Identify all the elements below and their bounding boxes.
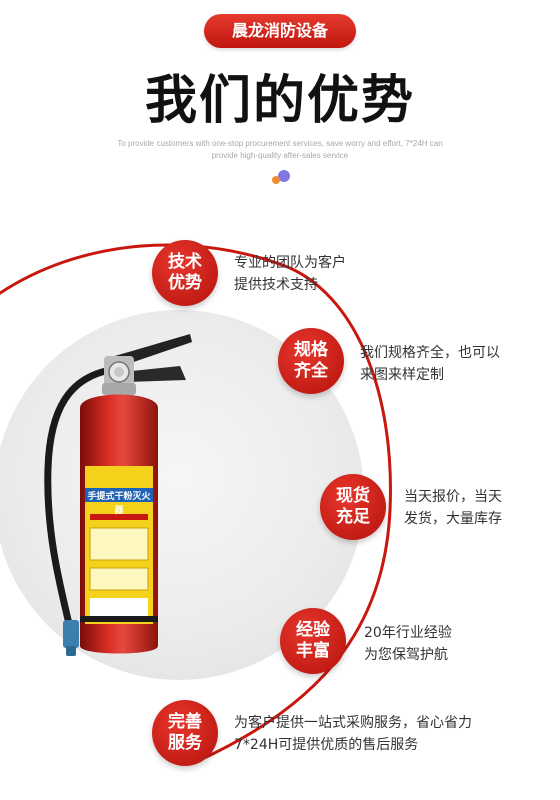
feature-line: 专业的团队为客户 (234, 255, 346, 271)
feature-text-experience: 20年行业经验 为您保驾护航 (364, 622, 452, 666)
extinguisher-label-title: 手提式干粉灭火器 (87, 492, 151, 516)
badge-line: 技术 (168, 252, 202, 272)
feature-line: 我们规格齐全，也可以 (360, 345, 500, 361)
feature-line: 提供技术支持 (234, 277, 318, 293)
badge-tech-advantage: 技术 优势 (152, 240, 218, 306)
badge-line: 现货 (336, 486, 370, 506)
badge-full-service: 完善 服务 (152, 700, 218, 766)
decorative-dots (268, 166, 292, 190)
feature-line: 为客户提供一站式采购服务，省心省力 (234, 715, 472, 731)
badge-line: 经验 (296, 620, 330, 640)
badge-line: 丰富 (296, 641, 330, 661)
badge-line: 齐全 (294, 361, 328, 381)
fire-extinguisher-illustration (44, 334, 192, 656)
badge-complete-specs: 规格 齐全 (278, 328, 344, 394)
page-subtitle: To provide customers with one-stop procu… (110, 138, 450, 162)
feature-line: 当天报价，当天 (404, 489, 502, 505)
feature-line: 发货，大量库存 (404, 511, 502, 527)
page-title: 我们的优势 (144, 71, 415, 131)
orange-dot (272, 176, 280, 184)
feature-line: 7*24H可提供优质的售后服务 (234, 737, 419, 753)
badge-line: 完善 (168, 712, 202, 732)
feature-line: 来图来样定制 (360, 367, 444, 383)
brand-badge: 晨龙消防设备 (204, 14, 356, 48)
purple-dot (278, 170, 290, 182)
feature-line: 为您保驾护航 (364, 647, 448, 663)
subtitle-line-1: To provide customers with one-stop procu… (117, 139, 443, 148)
feature-text-specs: 我们规格齐全，也可以 来图来样定制 (360, 342, 500, 386)
badge-line: 规格 (294, 340, 328, 360)
feature-line: 20年行业经验 (364, 625, 452, 641)
feature-text-stock: 当天报价，当天 发货，大量库存 (404, 486, 502, 530)
subtitle-line-2: provide high-quality after-sales service (211, 151, 349, 160)
badge-line: 充足 (336, 507, 370, 527)
badge-line: 优势 (168, 273, 202, 293)
badge-ample-stock: 现货 充足 (320, 474, 386, 540)
feature-text-service: 为客户提供一站式采购服务，省心省力 7*24H可提供优质的售后服务 (234, 712, 472, 756)
feature-text-tech: 专业的团队为客户 提供技术支持 (234, 252, 346, 296)
badge-line: 服务 (168, 733, 202, 753)
badge-rich-experience: 经验 丰富 (280, 608, 346, 674)
